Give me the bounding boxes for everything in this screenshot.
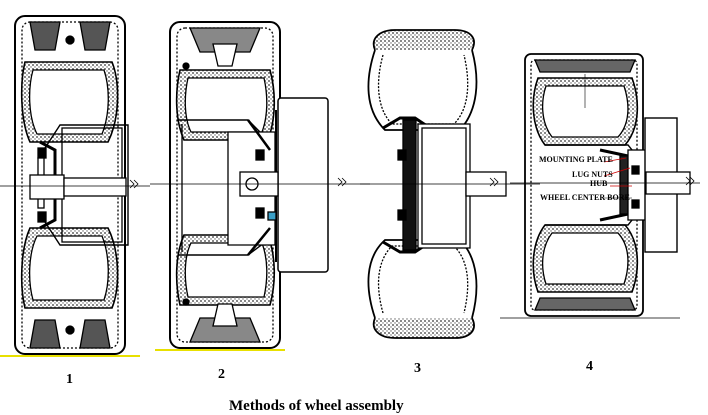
panel-number-3: 3 xyxy=(414,361,421,376)
panel-number-1: 1 xyxy=(66,372,73,387)
panel-number-4: 4 xyxy=(586,359,593,374)
callout-lug-nuts: LUG NUTS xyxy=(572,170,613,179)
panel-number-2: 2 xyxy=(218,367,225,382)
wheel-1-drawing xyxy=(0,15,150,357)
figure-caption: Methods of wheel assembly xyxy=(229,398,404,414)
wheel-4-drawing xyxy=(500,53,700,319)
callout-mounting-plate: MOUNTING PLATE xyxy=(539,155,613,164)
wheel-3-drawing xyxy=(360,29,540,339)
wheel-2-drawing xyxy=(150,21,370,351)
callout-hub: HUB xyxy=(590,179,608,188)
callout-wheel-center-bore: WHEEL CENTER BORE xyxy=(540,193,630,202)
